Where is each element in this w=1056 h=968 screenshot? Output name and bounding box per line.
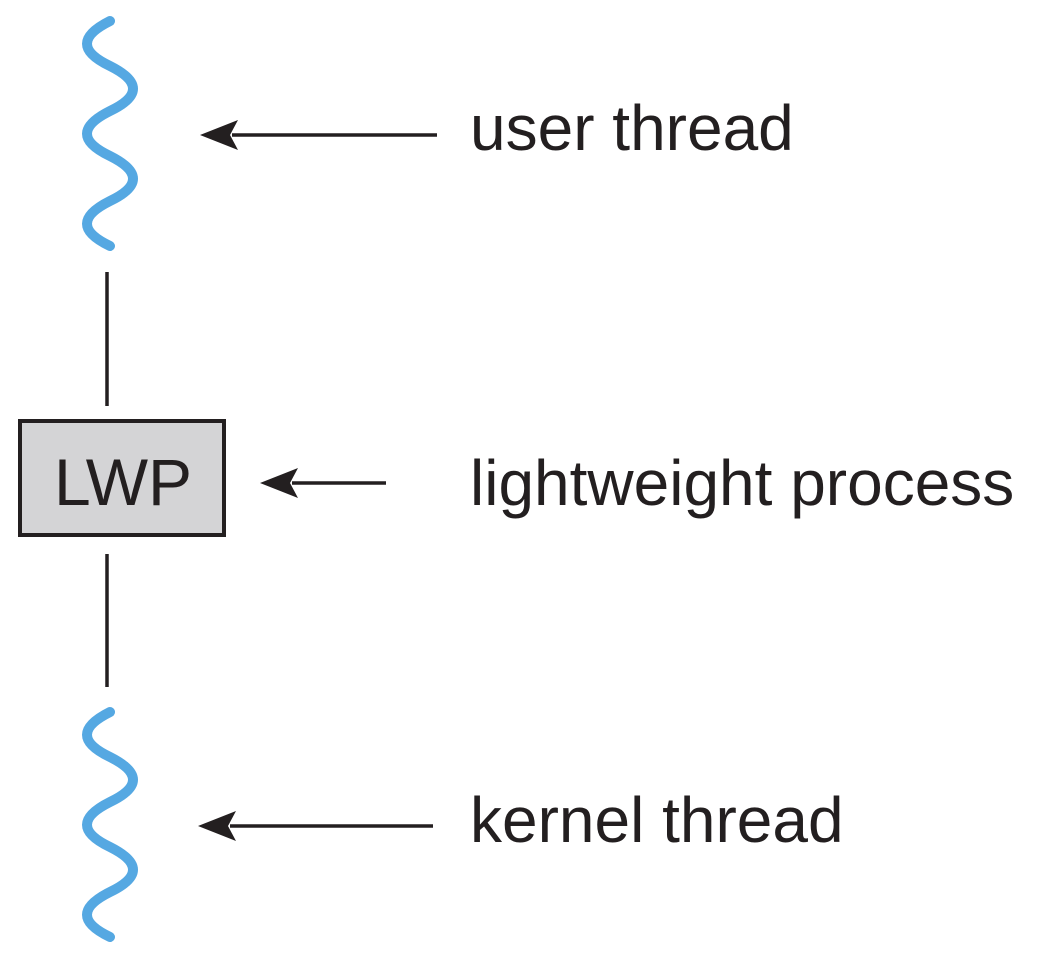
kernel-thread-wave-icon (82, 707, 138, 942)
lightweight-process-arrowhead-icon (260, 468, 298, 498)
kernel-thread-arrowhead-icon (198, 811, 236, 841)
lightweight-process-annotation: lightweight process (260, 447, 1014, 519)
kernel-thread-label: kernel thread (470, 784, 844, 856)
user-thread-annotation: user thread (200, 92, 794, 164)
user-thread-wave-icon (82, 16, 138, 251)
lwp-box-label: LWP (54, 445, 192, 519)
user-thread-label: user thread (470, 92, 794, 164)
user-thread-arrowhead-icon (200, 120, 238, 150)
lightweight-process-label: lightweight process (470, 447, 1014, 519)
kernel-thread-annotation: kernel thread (198, 784, 844, 856)
lwp-box (18, 419, 226, 537)
